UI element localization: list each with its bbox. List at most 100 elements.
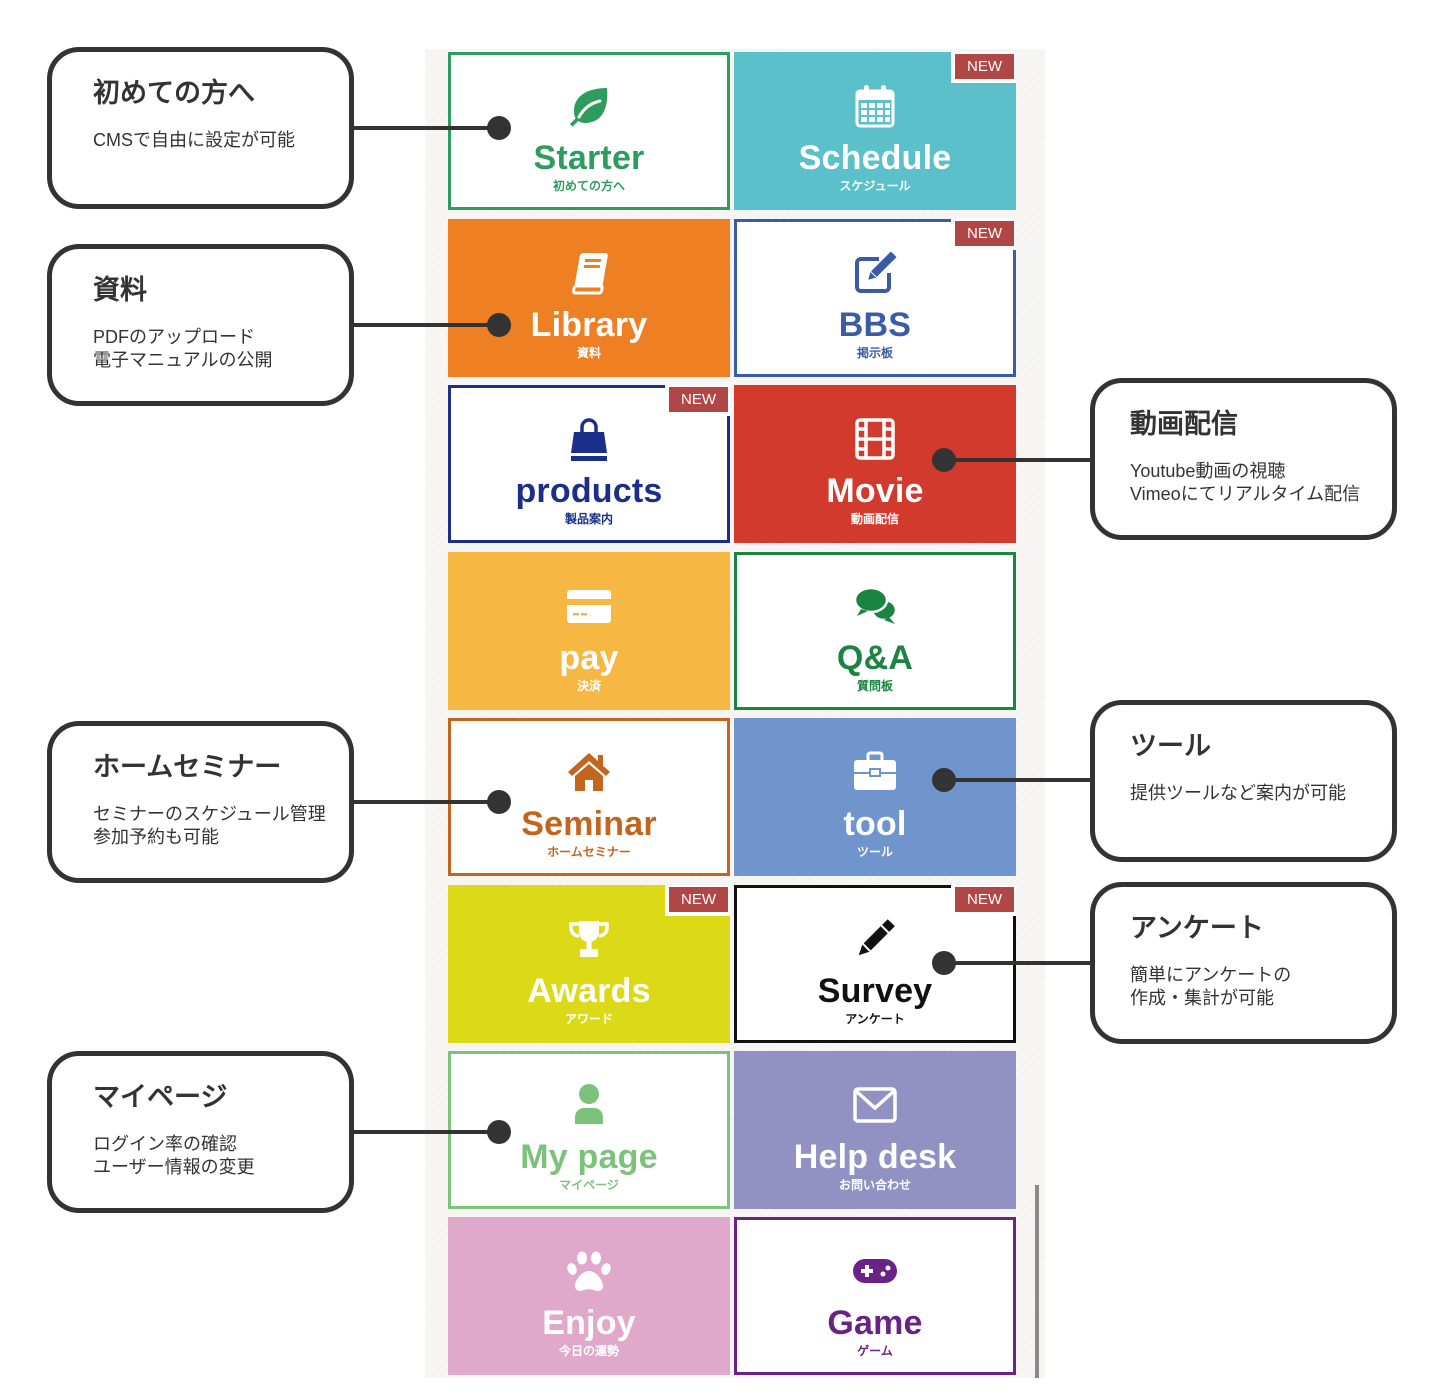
tile-subtitle: 資料 [576,346,601,360]
tile-subtitle: 初めての方へ [552,179,625,193]
tile-subtitle: 製品案内 [564,512,613,526]
callout-title: 初めての方へ [93,78,255,108]
user-icon [565,1081,613,1129]
tile-title: Help desk [793,1138,957,1176]
connector-line [944,778,1092,782]
connector-line [352,323,500,327]
tile-subtitle: 質問板 [856,679,893,693]
connector-line [352,800,500,804]
tile-title: Starter [533,139,645,177]
connector-dot [487,116,511,140]
briefcase-icon [851,748,899,796]
connector-dot [932,448,956,472]
tile-subtitle: マイページ [559,1178,619,1192]
new-badge: NEW [955,54,1014,79]
tile-title: BBS [838,306,912,344]
callout-description: PDFのアップロード 電子マニュアルの公開 [93,327,273,370]
callout-title: アンケート [1130,913,1264,943]
connector-dot [932,951,956,975]
callout-title: マイページ [93,1082,228,1112]
connector-line [352,1130,500,1134]
callout-description: 提供ツールなど案内が可能 [1130,783,1346,803]
tile-subtitle: 動画配信 [850,512,899,526]
tile-tool[interactable]: NEW tool ツール [734,718,1016,876]
connector-line [944,458,1092,462]
new-badge-wrap: NEW [951,52,1016,83]
tile-title: Seminar [521,805,657,843]
tile-subtitle: アワード [564,1012,613,1026]
connector-dot [487,790,511,814]
connector-line [944,961,1092,965]
tile-awards[interactable]: NEW Awards アワード [448,885,730,1043]
tile-movie[interactable]: NEW Movie 動画配信 [734,385,1016,543]
tile-subtitle: 掲示板 [856,346,893,360]
callout-survey: アンケート 簡単にアンケートの 作成・集計が可能 [1090,882,1397,1044]
tile-schedule[interactable]: NEW Schedule スケジュール [734,52,1016,210]
connector-dot [932,768,956,792]
tile-title: Enjoy [542,1304,636,1342]
callout-library: 資料 PDFのアップロード 電子マニュアルの公開 [47,244,354,406]
tile-pay[interactable]: NEW pay 決済 [448,552,730,710]
new-badge-wrap: NEW [665,385,730,416]
gamepad-icon [851,1247,899,1295]
callout-title: 資料 [93,275,147,305]
tile-title: Awards [527,972,651,1010]
tile-enjoy[interactable]: NEW Enjoy 今日の運勢 [448,1217,730,1375]
callout-description: Youtube動画の視聴 Vimeoにてリアルタイム配信 [1130,461,1361,504]
new-badge: NEW [955,887,1014,912]
callout-starter: 初めての方へ CMSで自由に設定が可能 [47,47,354,209]
tile-subtitle: お問い合わせ [838,1178,911,1192]
tile-subtitle: ホームセミナー [547,845,631,859]
tile-title: pay [559,639,619,677]
home-icon [565,748,613,796]
tile-title: Library [530,306,648,344]
tile-title: tool [843,805,907,843]
connector-dot [487,1120,511,1144]
new-badge-wrap: NEW [951,219,1016,250]
scrollbar[interactable] [1035,1185,1039,1378]
pencil-icon [851,915,899,963]
tile-title: Movie [826,472,924,510]
callout-description: 簡単にアンケートの 作成・集計が可能 [1130,965,1292,1008]
connector-dot [487,313,511,337]
tile-title: My page [520,1138,658,1176]
tile-title: Game [827,1304,923,1342]
callout-title: 動画配信 [1130,409,1238,439]
callout-description: CMSで自由に設定が可能 [93,130,295,150]
edit-icon [851,249,899,297]
callout-seminar: ホームセミナー セミナーのスケジュール管理 参加予約も可能 [47,721,354,883]
credit-card-icon [565,582,613,630]
calendar-icon [851,82,899,130]
comments-icon [851,582,899,630]
callout-my-page: マイページ ログイン率の確認 ユーザー情報の変更 [47,1051,354,1213]
leaf-icon [565,82,613,130]
tile-bbs[interactable]: NEW BBS 掲示板 [734,219,1016,377]
tile-library[interactable]: NEW Library 資料 [448,219,730,377]
callout-title: ホームセミナー [93,752,282,782]
tile-help-desk[interactable]: NEW Help desk お問い合わせ [734,1051,1016,1209]
callout-tool: ツール 提供ツールなど案内が可能 [1090,700,1397,862]
tile-title: Q&A [836,639,914,677]
callout-description: ログイン率の確認 ユーザー情報の変更 [93,1134,255,1177]
tile-subtitle: スケジュール [839,179,911,193]
trophy-icon [565,915,613,963]
tile-subtitle: アンケート [845,1012,905,1026]
tile-qa[interactable]: NEW Q&A 質問板 [734,552,1016,710]
tile-products[interactable]: NEW products 製品案内 [448,385,730,543]
connector-line [352,126,500,130]
tile-subtitle: ツール [856,845,893,859]
paw-icon [565,1247,613,1295]
tile-title: Schedule [798,139,952,177]
tile-subtitle: 今日の運勢 [558,1344,619,1358]
tile-subtitle: 決済 [576,679,601,693]
tile-game[interactable]: NEW Game ゲーム [734,1217,1016,1375]
tile-title: products [515,472,663,510]
new-badge: NEW [669,887,728,912]
tile-title: Survey [817,972,933,1010]
tile-subtitle: ゲーム [857,1344,893,1358]
callout-description: セミナーのスケジュール管理 参加予約も可能 [93,804,326,847]
book-icon [565,249,613,297]
shopping-bag-icon [565,415,613,463]
new-badge: NEW [955,221,1014,246]
new-badge: NEW [669,387,728,412]
